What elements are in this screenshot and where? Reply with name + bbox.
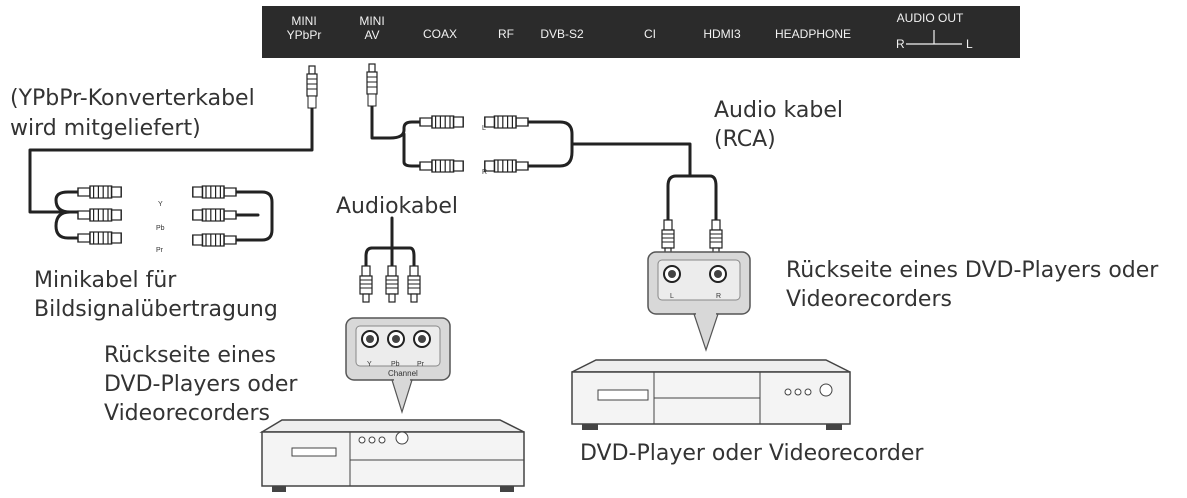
ypbpr-converter: Y Pb Pr <box>77 185 237 254</box>
cables <box>28 102 718 268</box>
port-headphone: HEADPHONE <box>775 27 851 41</box>
socket-label-l: L <box>670 293 674 300</box>
converter-label-pr: Pr <box>156 247 164 254</box>
caption-minikabel-line1: Minikabel für <box>34 268 177 293</box>
socket-label-r: R <box>716 293 721 300</box>
rca-plug-icon <box>306 63 378 109</box>
port-mini-ypbpr-line1: MINI <box>291 14 316 28</box>
caption-rear-left-line3: Videorecorders <box>104 401 270 426</box>
socket-label-pr: Pr <box>417 361 425 368</box>
caption-ypbpr-cable-line2: wird mitgeliefert) <box>10 116 201 141</box>
caption-rear-left-line2: DVD-Players oder <box>104 372 298 397</box>
socket-label-y: Y <box>367 361 372 368</box>
component-plugs <box>359 265 421 303</box>
splitter-label-l: L <box>482 125 486 132</box>
port-dvb-s2: DVB-S2 <box>540 27 584 41</box>
caption-minikabel-line2: Bildsignalübertragung <box>34 297 278 322</box>
av-socket-icon: Y Pb Pr Channel <box>345 317 451 415</box>
audio-plugs <box>661 219 723 257</box>
splitter-label-r: R <box>482 169 487 176</box>
port-ci: CI <box>644 27 656 41</box>
dvd-player-icon <box>571 359 851 430</box>
audio-splitter: L R <box>419 115 529 176</box>
socket-label-pb: Pb <box>391 361 400 368</box>
port-mini-av-line2: AV <box>364 28 379 42</box>
port-coax: COAX <box>423 27 457 41</box>
caption-dvd-player: DVD-Player oder Videorecorder <box>580 441 924 466</box>
port-hdmi3: HDMI3 <box>703 27 741 41</box>
dvd-player-icon <box>259 419 525 492</box>
port-audio-out: AUDIO OUT <box>897 11 964 25</box>
audio-out-l: L <box>966 37 973 51</box>
caption-audio-rca-line2: (RCA) <box>714 127 776 152</box>
socket-label-channel: Channel <box>388 369 418 378</box>
caption-audio-rca-line1: Audio kabel <box>714 98 843 123</box>
caption-ypbpr-cable-line1: (YPbPr-Konverterkabel <box>10 86 255 111</box>
caption-rear-right-line2: Videorecorders <box>786 287 952 312</box>
port-rf: RF <box>498 27 514 41</box>
audio-socket-panel: L R <box>647 251 751 352</box>
caption-rear-right-line1: Rückseite eines DVD-Players oder <box>786 258 1159 283</box>
audio-out-r: R <box>896 37 905 51</box>
port-mini-av-line1: MINI <box>359 14 384 28</box>
caption-rear-left-line1: Rückseite eines <box>104 343 276 368</box>
caption-audiokabel: Audiokabel <box>336 194 458 219</box>
converter-label-y: Y <box>158 201 163 208</box>
tv-connector-panel: MINI YPbPr MINI AV COAX RF DVB-S2 CI HDM… <box>262 6 1020 58</box>
converter-label-pb: Pb <box>156 225 165 232</box>
port-mini-ypbpr-line2: YPbPr <box>287 28 322 42</box>
